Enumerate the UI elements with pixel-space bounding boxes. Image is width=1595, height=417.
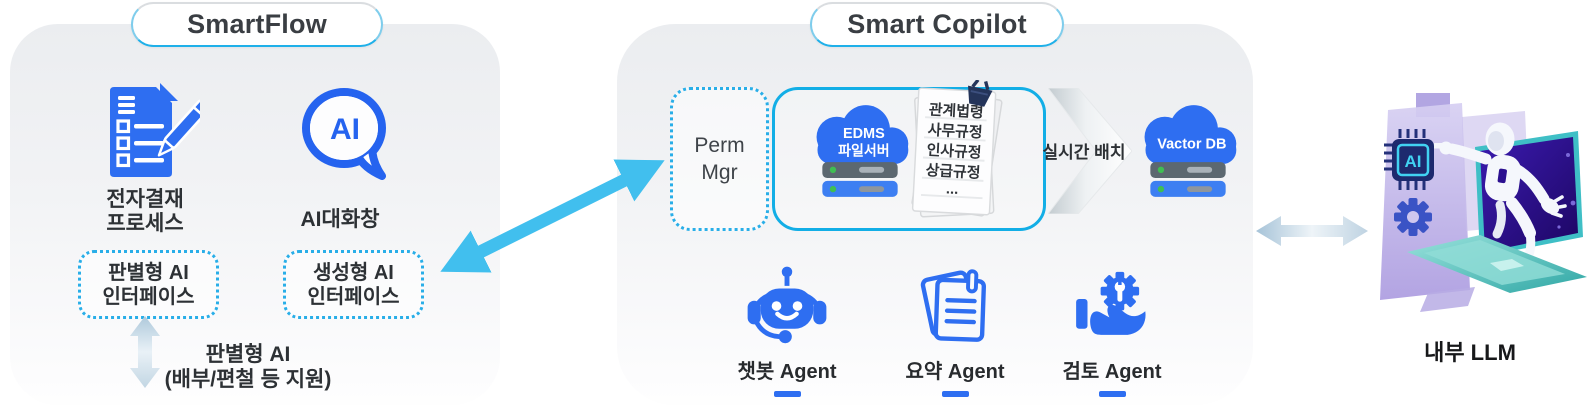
binder-clip-icon (968, 80, 993, 107)
gear-icon (1394, 198, 1432, 236)
generative-ai-interface-box: 생성형 AI 인터페이스 (283, 250, 424, 319)
smart-copilot-title: Smart Copilot (810, 2, 1064, 47)
doc-item: 인사규정 (926, 141, 982, 162)
agent-label: 챗봇 Agent (737, 361, 837, 383)
discriminative-ai-interface-box: 판별형 AI 인터페이스 (78, 250, 219, 319)
review-gear-hand-icon (1070, 264, 1154, 348)
document-pencil-icon (100, 83, 200, 179)
perm-mgr-box: Perm Mgr (670, 87, 769, 231)
summary-notes-icon (913, 264, 997, 348)
doc-item: ... (946, 181, 959, 198)
vector-db-label: Vactor DB (1157, 137, 1226, 153)
agent-label: 요약 Agent (905, 361, 1005, 383)
bidirectional-cyan-arrow-icon (430, 146, 675, 286)
smart-copilot-card: Perm Mgr EDMS 파일서버 (617, 24, 1253, 405)
internal-llm-illustration: AI (1340, 85, 1590, 322)
batch-chevron-arrow-icon (1048, 88, 1132, 214)
internal-llm-label: 내부 LLM (1424, 340, 1516, 365)
ai-chat-window-label: AI대화창 (300, 208, 380, 231)
regulation-documents-icon: 관계법령 사무규정 인사규정 상급규정 ... (906, 80, 1006, 225)
floor-tile (1420, 287, 1475, 312)
process-label: 전자결재 프로세스 (106, 188, 184, 235)
edms-file-server-icon: EDMS 파일서버 (804, 102, 916, 199)
summary-agent: 요약 Agent (890, 264, 1020, 397)
doc-item: 사무규정 (927, 121, 983, 142)
chatbot-agent: 챗봇 Agent (722, 264, 852, 397)
ai-chip-icon: AI (1384, 129, 1434, 190)
review-agent: 검토 Agent (1047, 264, 1177, 397)
agent-underline (773, 391, 801, 397)
ai-bubble-text: AI (330, 113, 360, 146)
agent-label: 검토 Agent (1062, 361, 1162, 383)
edms-label-line1: EDMS (843, 126, 885, 142)
discriminative-ai-note: 판별형 AI (배부/편철 등 지원) (164, 343, 332, 391)
robot-figure (1432, 122, 1567, 268)
agent-underline (1098, 391, 1126, 397)
edms-label-line2: 파일서버 (838, 142, 890, 158)
chip-ai-text: AI (1405, 152, 1422, 171)
smartflow-card: 전자결재 프로세스 AI AI대화창 판별형 AI 인터페이스 생성형 AI 인… (10, 24, 500, 405)
vector-db-icon: Vactor DB (1132, 102, 1244, 199)
vertical-double-arrow-icon (129, 316, 161, 388)
ai-chat-icon: AI (298, 84, 393, 182)
smartflow-title: SmartFlow (131, 2, 383, 47)
realtime-batch-label: 실시간 배치 (1042, 143, 1126, 162)
laptop-touchpad (1490, 259, 1524, 271)
agent-underline (941, 391, 969, 397)
chatbot-icon (745, 264, 829, 348)
doc-item: 관계법령 (928, 100, 984, 121)
doc-item: 상급규정 (925, 161, 981, 182)
bidirectional-gray-arrow-icon (1256, 213, 1368, 249)
